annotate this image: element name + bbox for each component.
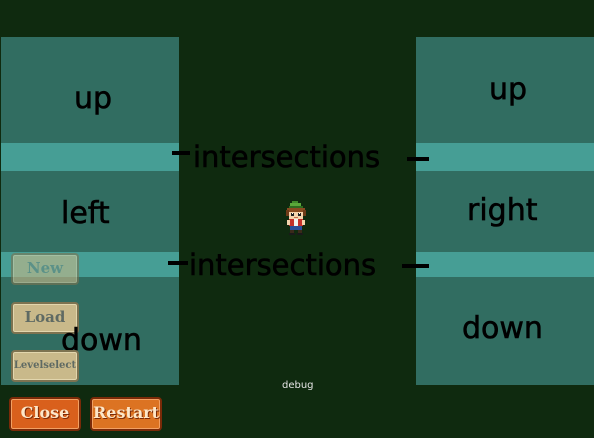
label-right: right [467, 193, 538, 228]
label-intersections-top: intersections [193, 140, 381, 175]
close-button[interactable]: Close [9, 397, 81, 431]
label-up-left: up [74, 81, 113, 116]
intersection-dash-top-left [172, 151, 190, 155]
player-character-icon [286, 201, 306, 235]
restart-button[interactable]: Restart [90, 397, 162, 431]
load-button[interactable]: Load [11, 302, 79, 334]
label-intersections-bottom: intersections [189, 248, 377, 283]
left-intersection-strip-top [1, 143, 179, 171]
label-down-right: down [462, 311, 544, 346]
intersection-dash-bottom-left [168, 261, 188, 265]
levelselect-button[interactable]: Levelselect [11, 350, 79, 382]
debug-label: debug [282, 380, 314, 391]
label-up-right: up [489, 72, 528, 107]
right-intersection-strip-top [416, 143, 594, 171]
right-intersection-strip-bottom [416, 252, 594, 277]
intersection-dash-top-right [407, 157, 429, 161]
right-zone-panel [416, 37, 594, 385]
label-left: left [61, 196, 110, 231]
new-button[interactable]: New [11, 253, 79, 285]
intersection-dash-bottom-right [402, 264, 429, 268]
